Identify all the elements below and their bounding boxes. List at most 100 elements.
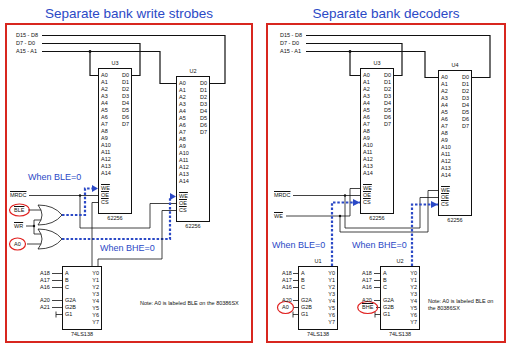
figure-panel: U3A0 A1 A2 A3 A4 A5 A6 A7 A8 A9 A10 A11 … bbox=[5, 23, 253, 343]
signal-name: A17 bbox=[362, 277, 372, 284]
or-gate bbox=[38, 205, 62, 225]
signal-name: A20 bbox=[40, 297, 50, 304]
memory-chip: U3A0 A1 A2 A3 A4 A5 A6 A7 A8 A9 A10 A11 … bbox=[98, 68, 132, 214]
note: Note: A0 is labeled BLE on the 80386SX bbox=[140, 300, 248, 307]
signal-wire bbox=[286, 189, 360, 217]
pin-names: Y0 Y1 Y2 Y3 Y4 Y5 Y6 Y7 bbox=[92, 270, 99, 326]
highlight-circle bbox=[10, 238, 26, 250]
signal-name: WE bbox=[274, 213, 283, 220]
highlight-connector bbox=[412, 205, 438, 267]
signal-name: A17 bbox=[40, 277, 50, 284]
signal-name: A16 bbox=[282, 284, 292, 291]
part-number: 62256 bbox=[369, 215, 384, 222]
figure-panel: U3A0 A1 A2 A3 A4 A5 A6 A7 A8 A9 A10 A11 … bbox=[266, 23, 506, 343]
part-designator: U3 bbox=[373, 60, 380, 67]
highlight-circle bbox=[278, 302, 294, 314]
part-number: 62256 bbox=[447, 217, 462, 224]
panel-title: Separate bank decoders bbox=[312, 6, 459, 22]
signal-name: A21 bbox=[40, 304, 50, 311]
pin-names: A0 A1 A2 A3 A4 A5 A6 A7 A8 A9 A10 A11 A1… bbox=[101, 72, 111, 177]
pin-names: A0 A1 A2 A3 A4 A5 A6 A7 A8 A9 A10 A11 A1… bbox=[441, 74, 451, 179]
highlight-connector bbox=[332, 203, 360, 267]
junction-dot bbox=[344, 194, 346, 196]
signal-name: A16 bbox=[40, 284, 50, 291]
annotation: When BHE=0 bbox=[352, 240, 407, 251]
signal-name: WR bbox=[14, 223, 23, 230]
memory-chip: U4A0 A1 A2 A3 A4 A5 A6 A7 A8 A9 A10 A11 … bbox=[438, 70, 472, 216]
part-designator: U3 bbox=[111, 60, 118, 67]
junction-dot bbox=[89, 50, 92, 53]
signal-name: BLE bbox=[14, 207, 24, 214]
pin-names: G2A G2B G1 bbox=[301, 297, 312, 318]
highlight-circle bbox=[10, 204, 30, 216]
part-number: 62256 bbox=[107, 215, 122, 222]
pin-names: A0 A1 A2 A3 A4 A5 A6 A7 A8 A9 A10 A11 A1… bbox=[363, 72, 373, 177]
memory-chip: U3A0 A1 A2 A3 A4 A5 A6 A7 A8 A9 A10 A11 … bbox=[360, 68, 394, 214]
or-gate bbox=[38, 229, 62, 249]
signal-name: A0 bbox=[14, 241, 21, 248]
signal-name: A20 bbox=[282, 297, 292, 304]
pin-names: G2A G2B G1 bbox=[383, 297, 394, 318]
signal-name: A18 bbox=[40, 270, 50, 277]
signal-name: A0 bbox=[282, 304, 289, 311]
decoder-chip: A B CG2A G2B G1Y0 Y1 Y2 Y3 Y4 Y5 Y6 Y774… bbox=[62, 266, 102, 330]
signal-name: D7 - D0 bbox=[16, 40, 35, 47]
pin-names: D0 D1 D2 D3 D4 D5 D6 D7 bbox=[200, 80, 207, 136]
pin-names: G2A G2B G1 bbox=[65, 297, 76, 318]
annotation: When BHE=0 bbox=[100, 243, 155, 254]
part-number: 74LS138 bbox=[389, 331, 411, 338]
signal-wire bbox=[52, 274, 62, 308]
part-number: 62256 bbox=[185, 223, 200, 230]
signal-name: A18 bbox=[282, 270, 292, 277]
memory-chip: U2A0 A1 A2 A3 A4 A5 A6 A7 A8 A9 A10 A11 … bbox=[176, 76, 210, 222]
decoder-chip: U2A B CG2A G2B G1Y0 Y1 Y2 Y3 Y4 Y5 Y6 Y7… bbox=[380, 266, 420, 330]
signal-name: MRDC bbox=[10, 192, 27, 199]
pin-names: A0 A1 A2 A3 A4 A5 A6 A7 A8 A9 A10 A11 A1… bbox=[179, 80, 189, 185]
pin-names: WE OE CS bbox=[179, 193, 188, 214]
bus-wire bbox=[350, 52, 360, 76]
bus-wire bbox=[90, 52, 98, 76]
highlight-circle bbox=[358, 302, 378, 314]
signal-name: BHE bbox=[362, 304, 373, 311]
signal-name: A18 bbox=[362, 270, 372, 277]
signal-name: A15 - A1 bbox=[16, 48, 37, 55]
junction-dot bbox=[349, 50, 352, 53]
junction-dot bbox=[339, 215, 341, 217]
signal-name: D15 - D8 bbox=[280, 32, 302, 39]
signal-wire bbox=[29, 195, 98, 196]
junction-dot bbox=[79, 194, 81, 196]
highlight-path bbox=[62, 189, 92, 216]
signal-name: A17 bbox=[282, 277, 292, 284]
pin-names: Y0 Y1 Y2 Y3 Y4 Y5 Y6 Y7 bbox=[328, 270, 335, 326]
part-number: 74LS138 bbox=[71, 331, 93, 338]
pin-names: WE OE CS bbox=[441, 187, 450, 208]
pin-names: WE OE CS bbox=[363, 185, 372, 206]
junction-dot bbox=[33, 225, 35, 227]
pin-names: A B C bbox=[383, 270, 387, 291]
part-designator: U2 bbox=[189, 68, 196, 75]
annotation: When BLE=0 bbox=[272, 240, 325, 251]
part-designator: U2 bbox=[396, 258, 403, 265]
signal-name: D15 - D8 bbox=[16, 32, 38, 39]
panel-title: Separate bank write strobes bbox=[45, 6, 213, 22]
annotation: When BLE=0 bbox=[28, 172, 81, 183]
signal-name: A20 bbox=[362, 297, 372, 304]
signal-name: A15 - A1 bbox=[280, 48, 301, 55]
part-number: 74LS138 bbox=[307, 331, 329, 338]
signal-wire bbox=[27, 244, 41, 245]
pin-names: WE OE CS bbox=[101, 185, 110, 206]
signal-name: MRDC bbox=[274, 192, 291, 199]
select-wire bbox=[98, 211, 176, 267]
pin-names: A B C bbox=[301, 270, 305, 291]
part-designator: U4 bbox=[451, 62, 458, 69]
part-designator: U1 bbox=[314, 258, 321, 265]
pin-names: Y0 Y1 Y2 Y3 Y4 Y5 Y6 Y7 bbox=[410, 270, 417, 326]
signal-name: D7 - D0 bbox=[280, 40, 299, 47]
pin-names: D0 D1 D2 D3 D4 D5 D6 D7 bbox=[122, 72, 129, 128]
pin-names: D0 D1 D2 D3 D4 D5 D6 D7 bbox=[462, 74, 469, 130]
pin-names: A B C bbox=[65, 270, 69, 291]
pin-names: D0 D1 D2 D3 D4 D5 D6 D7 bbox=[384, 72, 391, 128]
note: Note: A0 is labeled BLE on the 80386SX bbox=[428, 298, 502, 312]
signal-name: A16 bbox=[362, 284, 372, 291]
